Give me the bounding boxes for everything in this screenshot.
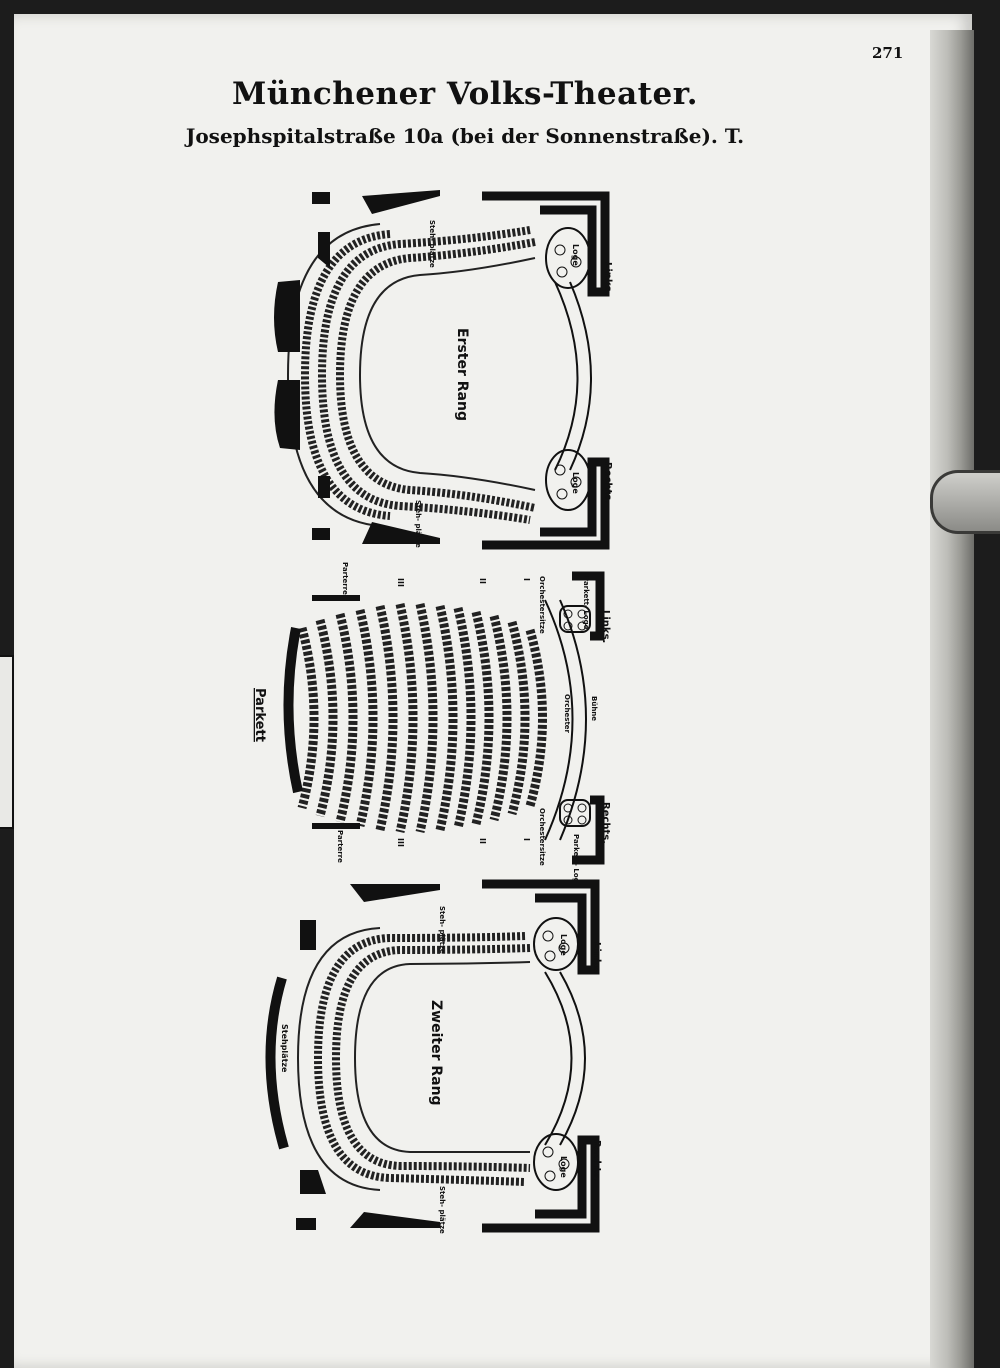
parkett-buehne: Bühne (590, 696, 598, 721)
zweiter-rang-loge-label-right: Loge (559, 1156, 568, 1178)
erster-rang-loge-right (545, 449, 591, 511)
erster-rang-stehplaetze-left: Steh- plätze (428, 220, 436, 268)
parkett-numeral-iii-right: III (396, 838, 405, 847)
parkett-loge-label-left: Parkett- Loge (582, 576, 590, 630)
erster-rang-loge-label-right: Loge (571, 472, 580, 494)
parkett-plan: Links. Rechts. Bühne Orchester Orchester… (252, 562, 611, 888)
erster-rang-loge-label-left: Loge (571, 244, 580, 266)
parkett-loge-left (559, 605, 591, 633)
zweiter-rang-loge-label-left: Loge (559, 934, 568, 956)
parkett-numeral-ii-right: II (478, 838, 487, 844)
erster-rang-rechts: Rechts. (602, 462, 613, 504)
zweiter-rang-stehplaetze-side: Stehplätze (280, 1024, 289, 1073)
erster-rang-plan: Erster Rang Links. Rechts. Loge Loge Ste… (274, 190, 613, 550)
parkett-numeral-ii-left: II (478, 578, 487, 584)
zweiter-rang-title: Zweiter Rang (428, 1000, 444, 1106)
parkett-orchester: Orchester (563, 694, 571, 734)
parkett-loge-label-right: Parkett- Loge (572, 834, 580, 888)
zweiter-rang-loge-right (533, 1133, 579, 1191)
zweiter-rang-stehplaetze-right: Steh- plätze (438, 1186, 446, 1234)
erster-rang-title: Erster Rang (454, 328, 470, 421)
zweiter-rang-seat-rows (296, 927, 531, 1191)
parkett-links: Links. (600, 610, 611, 643)
parkett-rechts: Rechts. (600, 802, 611, 844)
erster-rang-loge-left (545, 227, 591, 289)
zweiter-rang-plan: Zweiter Rang Links. Rechts. Loge Loge St… (265, 879, 602, 1234)
paper-clip-icon (930, 470, 1000, 534)
zweiter-rang-links: Links. (591, 942, 602, 975)
page-subtitle: Josephspitalstraße 10a (bei der Sonnenst… (185, 124, 745, 148)
page-number: 271 (872, 44, 904, 62)
zweiter-rang-rechts: Rechts. (591, 1140, 602, 1182)
erster-rang-seat-rows (286, 223, 536, 527)
parkett-seat-rows (297, 603, 547, 833)
parkett-section-label: Parkett (252, 688, 267, 742)
parkett-numeral-i-left: I (522, 578, 531, 581)
parkett-numeral-iii-left: III (396, 578, 405, 587)
parterre-left: Parterre (341, 562, 349, 595)
left-margin-tab (0, 655, 14, 829)
parkett-orchestersitze-left: Orchestersitze (538, 576, 546, 634)
parterre-right: Parterre (336, 830, 344, 863)
page-title: Münchener Volks-Theater. (232, 76, 698, 112)
parkett-numeral-i-right: I (522, 838, 531, 841)
erster-rang-links: Links. (602, 262, 613, 295)
book-page (14, 14, 972, 1368)
parkett-orchestersitze-right: Orchestersitze (538, 808, 546, 866)
zweiter-rang-loge-left (533, 917, 579, 971)
zweiter-rang-stehplaetze-left: Steh- plätze (438, 906, 446, 954)
page-stack-edge (930, 30, 974, 1368)
erster-rang-stehplaetze-right: Steh- plätze (414, 500, 422, 548)
parkett-loge-right (559, 799, 591, 827)
